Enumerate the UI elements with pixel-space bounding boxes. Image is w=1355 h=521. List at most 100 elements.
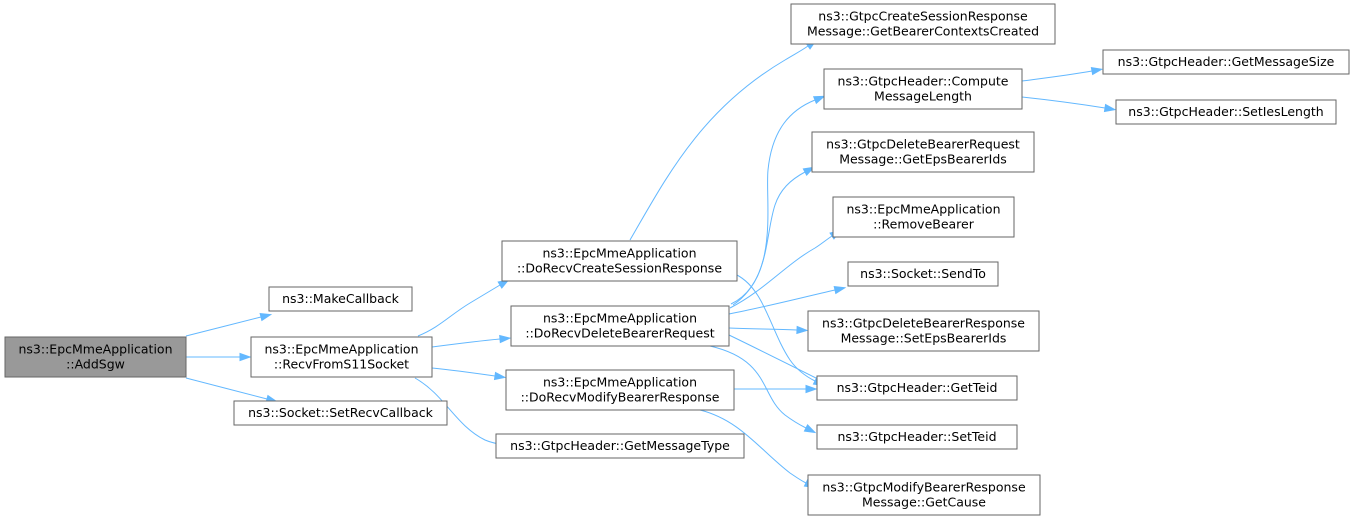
node-box[interactable] [510, 305, 730, 347]
node-recvfroms11[interactable]: ns3::EpcMmeApplication::RecvFromS11Socke… [250, 336, 433, 378]
arrow-head-icon [803, 424, 817, 434]
edge-dorecvdelete-to-getepsids [732, 166, 816, 306]
node-box[interactable] [268, 286, 413, 312]
node-label-line: ::RemoveBearer [873, 217, 975, 232]
node-box[interactable] [1115, 99, 1337, 125]
node-label-line: ns3::GtpcDeleteBearerResponse [822, 316, 1025, 331]
edge-line [730, 99, 816, 305]
node-box[interactable] [847, 261, 999, 287]
node-label-line: ::AddSgw [66, 357, 125, 372]
node-getepsids[interactable]: ns3::GtpcDeleteBearerRequestMessage::Get… [811, 131, 1035, 173]
node-box[interactable] [1102, 49, 1350, 75]
edge-line [699, 409, 807, 484]
arrow-head-icon [833, 286, 847, 295]
edge-line [431, 367, 496, 377]
node-setepsids[interactable]: ns3::GtpcDeleteBearerResponseMessage::Se… [807, 310, 1040, 352]
node-label-line: ns3::GtpcHeader::GetMessageType [510, 438, 730, 453]
node-getbearerctx[interactable]: ns3::GtpcCreateSessionResponseMessage::G… [790, 3, 1056, 45]
node-label-line: ns3::Socket::SetRecvCallback [248, 405, 433, 420]
node-setrecvcallback[interactable]: ns3::Socket::SetRecvCallback [233, 400, 448, 426]
node-box[interactable] [832, 196, 1015, 238]
edge-line [629, 45, 809, 241]
edge-line [728, 327, 798, 331]
node-box[interactable] [816, 424, 1018, 450]
edge-dorecvdelete-to-removebearer [729, 229, 842, 309]
node-label-line: ns3::GtpcHeader::GetMessageSize [1118, 54, 1335, 69]
edge-line [729, 235, 833, 309]
edge-computelen-to-getmsgsize [1021, 66, 1104, 82]
edge-dorecvdelete-to-setteid [709, 345, 817, 434]
node-label-line: ns3::GtpcHeader::SetTeid [837, 429, 996, 444]
node-label-line: ns3::EpcMmeApplication [543, 375, 697, 390]
node-box[interactable] [233, 400, 448, 426]
node-label-line: MessageLength [874, 89, 972, 104]
node-box[interactable] [4, 336, 187, 378]
edge-recvfroms11-to-dorecvcreate [417, 279, 510, 337]
edge-dorecvdelete-to-setepsids [728, 325, 809, 335]
node-label-line: ns3::GtpcCreateSessionResponse [818, 9, 1028, 24]
node-box[interactable] [495, 433, 745, 459]
node-label-line: ns3::Socket::SendTo [860, 266, 986, 281]
node-label-line: ::DoRecvDeleteBearerRequest [525, 326, 714, 341]
node-label-line: ::DoRecvCreateSessionResponse [517, 261, 722, 276]
edge-dorecvdelete-to-computelen [730, 95, 826, 305]
edge-line [431, 338, 501, 348]
node-box[interactable] [816, 375, 1018, 401]
node-label-line: ::DoRecvModifyBearerResponse [521, 390, 720, 405]
node-makecallback[interactable]: ns3::MakeCallback [268, 286, 413, 312]
node-label-line: ::RecvFromS11Socket [274, 357, 409, 372]
edge-line [1021, 70, 1093, 82]
node-label-line: ns3::GtpcModifyBearerResponse [822, 480, 1026, 495]
node-label-line: Message::GetEpsBearerIds [839, 152, 1007, 167]
edge-line [185, 316, 262, 337]
node-setteid[interactable]: ns3::GtpcHeader::SetTeid [816, 424, 1018, 450]
node-box[interactable] [250, 336, 433, 378]
node-getcause[interactable]: ns3::GtpcModifyBearerResponseMessage::Ge… [807, 474, 1041, 516]
node-getteid[interactable]: ns3::GtpcHeader::GetTeid [816, 375, 1018, 401]
node-label-line: ns3::EpcMmeApplication [18, 342, 172, 357]
edge-line [728, 289, 836, 315]
arrow-head-icon [812, 95, 826, 105]
node-dorecvcreate[interactable]: ns3::EpcMmeApplication::DoRecvCreateSess… [501, 240, 738, 282]
edge-addsgw-to-makecallback [185, 313, 273, 337]
node-label-line: ns3::EpcMmeApplication [264, 342, 418, 357]
node-box[interactable] [807, 474, 1041, 516]
node-box[interactable] [823, 68, 1023, 110]
edge-computelen-to-setieslen [1021, 96, 1117, 113]
edge-line [736, 274, 816, 382]
node-box[interactable] [505, 369, 735, 411]
node-label-line: ns3::GtpcHeader::GetTeid [837, 380, 998, 395]
node-box[interactable] [501, 240, 738, 282]
node-label-line: ns3::EpcMmeApplication [846, 202, 1000, 217]
node-dorecvdelete[interactable]: ns3::EpcMmeApplication::DoRecvDeleteBear… [510, 305, 730, 347]
arrow-head-icon [259, 313, 273, 322]
arrow-head-icon [802, 166, 816, 176]
node-box[interactable] [790, 3, 1056, 45]
edge-line [709, 345, 807, 429]
edge-line [732, 171, 806, 306]
node-box[interactable] [807, 310, 1040, 352]
edge-line [1021, 96, 1106, 109]
arrow-head-icon [499, 334, 512, 344]
node-label-line: Message::GetCause [862, 495, 986, 510]
node-label-line: ns3::EpcMmeApplication [543, 311, 697, 326]
edge-line [728, 334, 821, 381]
node-getmsgsize[interactable]: ns3::GtpcHeader::GetMessageSize [1102, 49, 1350, 75]
edge-recvfroms11-to-dorecvdelete [431, 334, 512, 348]
node-sendto[interactable]: ns3::Socket::SendTo [847, 261, 999, 287]
edge-dorecvmodify-to-getteid [734, 384, 818, 394]
arrow-head-icon [1090, 66, 1104, 76]
node-removebearer[interactable]: ns3::EpcMmeApplication::RemoveBearer [832, 196, 1015, 238]
edge-line [185, 377, 268, 400]
node-dorecvmodify[interactable]: ns3::EpcMmeApplication::DoRecvModifyBear… [505, 369, 735, 411]
node-getmessagetype[interactable]: ns3::GtpcHeader::GetMessageType [495, 433, 745, 459]
nodes-layer: ns3::EpcMmeApplication::AddSgw ns3::MakeC… [4, 3, 1350, 516]
edge-dorecvdelete-to-sendto [728, 286, 847, 315]
node-box[interactable] [811, 131, 1035, 173]
arrow-head-icon [805, 384, 818, 394]
edge-line [417, 284, 501, 337]
node-addsgw[interactable]: ns3::EpcMmeApplication::AddSgw [4, 336, 187, 378]
arrow-head-icon [1103, 103, 1117, 113]
node-setieslen[interactable]: ns3::GtpcHeader::SetIesLength [1115, 99, 1337, 125]
